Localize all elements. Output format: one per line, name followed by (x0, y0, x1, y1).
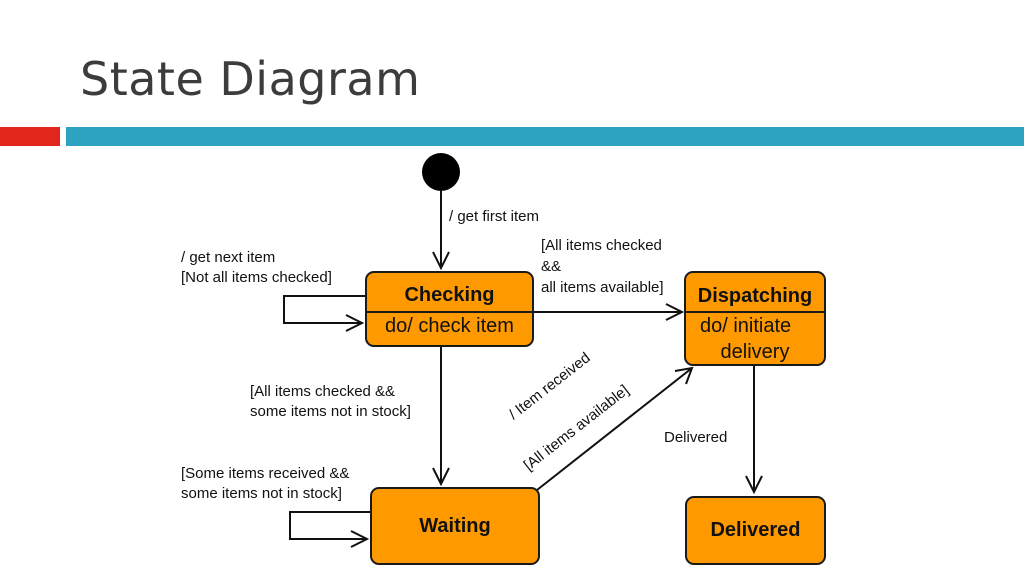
state-dispatching-divider (686, 311, 824, 313)
state-delivered: Delivered (685, 496, 826, 565)
state-waiting: Waiting (370, 487, 540, 565)
label-checking-to-waiting-line2: some items not in stock] (250, 403, 411, 420)
state-checking-name: Checking (404, 284, 495, 306)
label-checking-to-dispatching-line1: [All items checked (541, 237, 662, 254)
state-checking-activity: do/ check item (385, 315, 514, 337)
label-checking-to-dispatching-line2: && (541, 258, 562, 275)
arrow-checking-self-loop (283, 295, 365, 332)
state-checking-divider (367, 311, 532, 313)
label-waiting-self-line1: [Some items received && (181, 465, 350, 482)
arrow-dispatching-to-delivered (745, 366, 763, 495)
label-initial-to-checking: / get first item (449, 208, 540, 225)
page-title: State Diagram (80, 52, 421, 106)
label-checking-self-line1: / get next item (181, 249, 276, 266)
state-dispatching-activity-line1: do/ initiate (700, 315, 792, 337)
label-dispatching-to-delivered: Delivered (664, 429, 728, 446)
arrow-waiting-to-dispatching (536, 366, 694, 491)
arrow-checking-to-dispatching (534, 303, 685, 321)
arrow-checking-to-waiting (432, 347, 450, 487)
title-accent-bar-red (0, 127, 60, 146)
arrow-waiting-self-loop (289, 511, 370, 548)
arrow-initial-to-checking (432, 191, 450, 271)
label-checking-to-dispatching-line3: all items available] (541, 279, 664, 296)
state-dispatching-name: Dispatching (697, 285, 813, 307)
title-accent-bar-blue (66, 127, 1024, 146)
state-waiting-name: Waiting (419, 514, 491, 537)
state-dispatching-activity-line2: delivery (720, 341, 790, 363)
label-waiting-self-line2: some items not in stock] (181, 485, 342, 502)
state-delivered-name: Delivered (710, 519, 801, 541)
initial-state-node (422, 153, 460, 191)
label-checking-self-line2: [Not all items checked] (181, 269, 332, 286)
label-checking-to-waiting-line1: [All items checked && (250, 383, 396, 400)
state-checking: Checking do/ check item (365, 271, 534, 347)
state-dispatching: Dispatching do/ initiate delivery (684, 271, 826, 366)
